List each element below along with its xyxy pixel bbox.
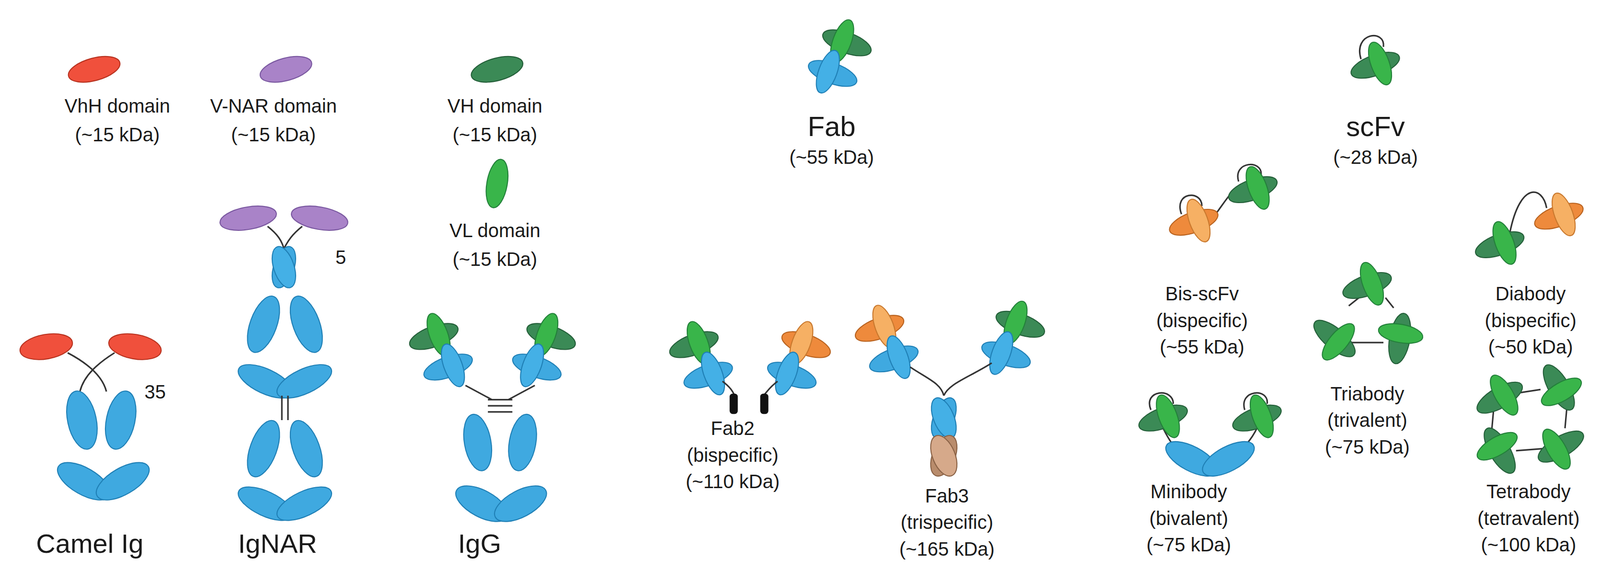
label: Diabody bbox=[1495, 283, 1566, 305]
bis-scfv-figure bbox=[1166, 163, 1281, 245]
vhh-domain bbox=[65, 51, 123, 88]
label: (~110 kDa) bbox=[685, 471, 780, 493]
label: (~15 kDa) bbox=[75, 124, 161, 146]
label: (~50 kDa) bbox=[1488, 336, 1574, 358]
label: (tetravalent) bbox=[1477, 507, 1580, 530]
fab-figure bbox=[805, 16, 875, 96]
minibody-figure bbox=[1135, 392, 1285, 484]
label: (trivalent) bbox=[1327, 409, 1408, 431]
label: (bivalent) bbox=[1149, 507, 1229, 530]
label: Fab bbox=[807, 111, 856, 142]
label: (bispecific) bbox=[1484, 310, 1577, 332]
camel-ig bbox=[18, 330, 164, 508]
vh-domain bbox=[468, 51, 526, 88]
tetrabody-figure bbox=[1468, 356, 1593, 483]
triabody-figure bbox=[1301, 259, 1434, 374]
label: VL domain bbox=[449, 219, 541, 242]
label: V-NAR domain bbox=[209, 95, 337, 117]
label: (~15 kDa) bbox=[452, 124, 538, 146]
label: (~15 kDa) bbox=[230, 124, 316, 146]
label: Minibody bbox=[1150, 481, 1228, 503]
label: (~165 kDa) bbox=[899, 538, 995, 560]
label: Camel Ig bbox=[35, 529, 144, 559]
label: VhH domain bbox=[64, 95, 171, 117]
label: (~100 kDa) bbox=[1480, 534, 1577, 556]
label: IgG bbox=[458, 529, 502, 559]
label: (trispecific) bbox=[900, 511, 993, 533]
label: (~55 kDa) bbox=[1159, 336, 1245, 358]
label: Fab2 bbox=[710, 417, 755, 439]
label: VH domain bbox=[447, 95, 543, 117]
vnar-domain bbox=[257, 51, 315, 88]
label: (bispecific) bbox=[1156, 310, 1248, 332]
ignar bbox=[218, 202, 350, 528]
label: Fab3 bbox=[925, 485, 969, 507]
fab3-figure bbox=[851, 298, 1048, 481]
label: Bis-scFv bbox=[1165, 283, 1239, 305]
label: Tetrabody bbox=[1486, 481, 1571, 503]
vl-domain bbox=[482, 157, 512, 210]
label: (~28 kDa) bbox=[1333, 146, 1418, 168]
fab2-figure bbox=[666, 318, 834, 415]
label: 5 bbox=[335, 246, 346, 268]
label: (~55 kDa) bbox=[789, 146, 875, 168]
label: scFv bbox=[1346, 111, 1405, 142]
label: Triabody bbox=[1330, 383, 1405, 405]
label: IgNAR bbox=[238, 529, 318, 559]
label: (bispecific) bbox=[686, 444, 779, 466]
label: (~15 kDa) bbox=[452, 248, 538, 270]
label: (~75 kDa) bbox=[1146, 534, 1232, 556]
label: 35 bbox=[144, 381, 166, 403]
diabody-figure bbox=[1472, 190, 1587, 268]
scfv-figure bbox=[1347, 35, 1404, 88]
label: (~75 kDa) bbox=[1324, 436, 1410, 458]
igg bbox=[406, 310, 579, 530]
